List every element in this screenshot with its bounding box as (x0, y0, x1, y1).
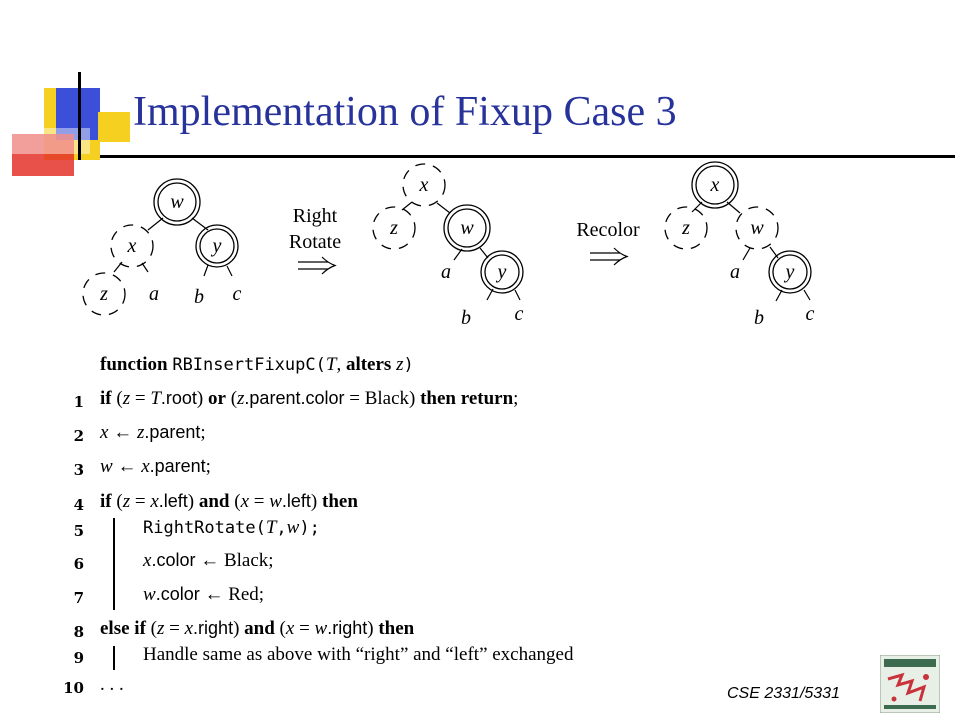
leaf-label: a (149, 283, 159, 305)
node-label: y (211, 235, 222, 257)
node-x (402, 163, 446, 207)
book-cover-icon (880, 655, 940, 713)
leaf-label: c (515, 303, 524, 325)
node-label: x (127, 235, 137, 257)
node-w (735, 206, 779, 250)
leaf-label: b (461, 307, 471, 329)
svg-text:Rotate: Rotate (289, 231, 341, 253)
node-label: z (99, 283, 108, 305)
node-y (768, 250, 812, 294)
node-label: y (784, 261, 795, 283)
node-x (691, 161, 739, 209)
node-w (443, 204, 491, 252)
node-x (110, 224, 154, 268)
leaf-label: b (754, 307, 764, 329)
svg-text:Recolor: Recolor (576, 219, 640, 241)
title-divider (100, 155, 955, 158)
page-title: Implementation of Fixup Case 3 (133, 89, 677, 135)
leaf-label: a (730, 261, 740, 283)
node-z (372, 206, 416, 250)
node-label: w (750, 217, 764, 239)
node-z (82, 272, 126, 316)
right-rotate-arrow: Right Rotate (289, 205, 341, 275)
leaf-label: a (441, 261, 451, 283)
recolor-arrow: Recolor (576, 219, 640, 266)
node-label: w (460, 217, 474, 239)
block-bar (113, 646, 115, 670)
slide-logo-icon (0, 72, 130, 176)
svg-text:Right: Right (293, 205, 338, 227)
node-y (195, 224, 239, 268)
leaf-label: c (806, 303, 815, 325)
tree-after-recolor: x z w y a b c (664, 161, 815, 329)
algorithm-listing: function RBInsertFixupC(T, alters z) 1 i… (63, 354, 574, 697)
node-label: y (496, 261, 507, 283)
node-label: z (389, 217, 398, 239)
node-label: x (710, 174, 720, 196)
node-label: z (681, 217, 690, 239)
tree-before: w x y z a b c (82, 178, 242, 316)
rotation-diagram: w x y z a b c Right Rotate x z w y (82, 161, 815, 329)
node-z (664, 206, 708, 250)
node-label: x (419, 174, 429, 196)
leaf-label: b (194, 286, 204, 308)
tree-after-rotate: x z w y a b c (372, 163, 524, 329)
node-label: w (170, 191, 184, 213)
node-w (153, 178, 201, 226)
course-footer: CSE 2331/5331 (727, 685, 840, 702)
leaf-label: c (233, 283, 242, 305)
node-y (480, 250, 524, 294)
block-bar (113, 518, 115, 610)
